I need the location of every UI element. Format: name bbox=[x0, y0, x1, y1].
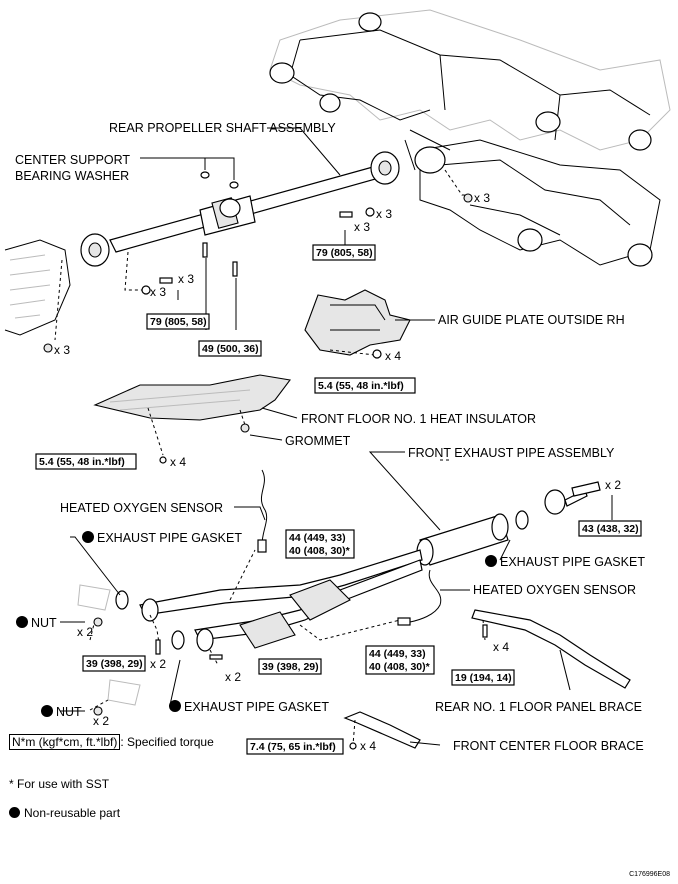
nut-label-2: NUT bbox=[56, 705, 82, 719]
svg-text:44 (449, 33): 44 (449, 33) bbox=[289, 532, 346, 544]
qty-bolt-b: x 2 bbox=[225, 670, 241, 684]
exhaust-pipe-gasket-label-3: EXHAUST PIPE GASKET bbox=[184, 700, 329, 714]
qty-rear-nut: x 3 bbox=[474, 191, 490, 205]
svg-text:44 (449, 33): 44 (449, 33) bbox=[369, 648, 426, 660]
svg-text:79 (805, 58): 79 (805, 58) bbox=[316, 247, 373, 259]
svg-text:49 (500, 36): 49 (500, 36) bbox=[202, 343, 259, 355]
svg-text:39 (398, 29): 39 (398, 29) bbox=[262, 661, 319, 673]
torque-legend-text: : Specified torque bbox=[120, 735, 214, 749]
heated-oxygen-sensor-2-illustration bbox=[397, 569, 442, 626]
torque-5-4-air-guide: 5.4 (55, 48 in.*lbf) bbox=[314, 377, 416, 394]
torque-19: 19 (194, 14) bbox=[451, 669, 515, 686]
torque-legend-box: N*m (kgf*cm, ft.*lbf) bbox=[9, 734, 121, 750]
figure-code: C176996E08 bbox=[629, 871, 670, 878]
non-reusable-text: Non-reusable part bbox=[24, 806, 121, 820]
center-support-label: CENTER SUPPORT bbox=[15, 153, 130, 167]
qty-nut-2: x 2 bbox=[93, 714, 109, 728]
qty-air-guide: x 4 bbox=[385, 349, 401, 363]
torque-44-upper: 44 (449, 33) 40 (408, 30)* bbox=[285, 529, 355, 559]
heated-oxygen-sensor-label-2: HEATED OXYGEN SENSOR bbox=[473, 583, 636, 597]
fasteners bbox=[43, 193, 601, 750]
center-floor-brace-label: FRONT CENTER FLOOR BRACE bbox=[453, 739, 644, 753]
svg-text:39 (398, 29): 39 (398, 29) bbox=[86, 658, 143, 670]
svg-text:5.4 (55, 48 in.*lbf): 5.4 (55, 48 in.*lbf) bbox=[318, 380, 404, 392]
non-reusable-marker-2 bbox=[485, 555, 497, 567]
rear-floor-panel-brace-illustration bbox=[471, 609, 631, 689]
qty-bolt-front: x 3 bbox=[178, 272, 194, 286]
svg-text:43 (438, 32): 43 (438, 32) bbox=[582, 523, 639, 535]
leader-lines bbox=[60, 127, 613, 746]
torque-79-lower: 79 (805, 58) bbox=[146, 313, 210, 330]
torque-79-upper: 79 (805, 58) bbox=[312, 244, 376, 261]
non-reusable-dot-icon bbox=[9, 807, 20, 818]
qty-stud: x 2 bbox=[150, 657, 166, 671]
qty-bolt-upper: x 3 bbox=[354, 220, 370, 234]
front-exhaust-pipe-illustration bbox=[115, 489, 588, 652]
rear-propeller-shaft-label: REAR PROPELLER SHAFT ASSEMBLY bbox=[109, 121, 336, 135]
torque-39-left: 39 (398, 29) bbox=[82, 655, 146, 672]
bearing-washer-label: BEARING WASHER bbox=[15, 169, 129, 183]
nut-label-1: NUT bbox=[31, 616, 57, 630]
exhaust-manifold-stubs bbox=[77, 584, 141, 706]
air-guide-plate-illustration bbox=[304, 289, 411, 356]
torque-49: 49 (500, 36) bbox=[198, 340, 262, 357]
transmission-illustration bbox=[4, 239, 71, 336]
torque-43: 43 (438, 32) bbox=[578, 520, 642, 537]
exhaust-pipe-gasket-label-1: EXHAUST PIPE GASKET bbox=[97, 531, 242, 545]
rear-propeller-shaft bbox=[80, 151, 400, 277]
non-reusable-marker-nut-2 bbox=[41, 705, 53, 717]
non-reusable-legend: Non-reusable part bbox=[9, 806, 120, 820]
floor-panel-brace-label: REAR NO. 1 FLOOR PANEL BRACE bbox=[435, 700, 642, 714]
non-reusable-marker-1 bbox=[82, 531, 94, 543]
torque-39-right: 39 (398, 29) bbox=[258, 658, 322, 675]
qty-nut-1: x 2 bbox=[77, 625, 93, 639]
non-reusable-marker-3 bbox=[169, 700, 181, 712]
torque-44-lower: 44 (449, 33) 40 (408, 30)* bbox=[365, 645, 435, 675]
qty-washer-front: x 3 bbox=[150, 285, 166, 299]
front-exhaust-pipe-label: FRONT EXHAUST PIPE ASSEMBLY bbox=[408, 446, 615, 460]
svg-text:5.4 (55, 48 in.*lbf): 5.4 (55, 48 in.*lbf) bbox=[39, 456, 125, 468]
svg-text:79 (805, 58): 79 (805, 58) bbox=[150, 316, 207, 328]
qty-heat-insulator: x 4 bbox=[170, 455, 186, 469]
qty-brace-bolt: x 4 bbox=[493, 640, 509, 654]
svg-text:19 (194, 14): 19 (194, 14) bbox=[455, 672, 512, 684]
qty-washer-upper: x 3 bbox=[376, 207, 392, 221]
rear-suspension-member-illustration bbox=[269, 9, 671, 267]
heated-oxygen-sensor-label-1: HEATED OXYGEN SENSOR bbox=[60, 501, 223, 515]
heated-oxygen-sensor-1-illustration bbox=[257, 469, 268, 553]
air-guide-plate-label: AIR GUIDE PLATE OUTSIDE RH bbox=[438, 313, 625, 327]
torque-5-4-heat-insulator: 5.4 (55, 48 in.*lbf) bbox=[35, 453, 137, 470]
heat-insulator-illustration bbox=[93, 374, 291, 421]
non-reusable-marker-nut-1 bbox=[16, 616, 28, 628]
grommet-label: GROMMET bbox=[285, 434, 351, 448]
torque-legend: N*m (kgf*cm, ft.*lbf): Specified torque bbox=[9, 734, 214, 750]
svg-text:7.4 (75, 65 in.*lbf): 7.4 (75, 65 in.*lbf) bbox=[250, 741, 336, 753]
svg-text:40 (408, 30)*: 40 (408, 30)* bbox=[289, 545, 351, 557]
front-center-floor-brace-illustration bbox=[343, 711, 421, 749]
qty-center-brace: x 4 bbox=[360, 739, 376, 753]
torque-7-4: 7.4 (75, 65 in.*lbf) bbox=[246, 738, 344, 755]
heat-insulator-label: FRONT FLOOR NO. 1 HEAT INSULATOR bbox=[301, 412, 536, 426]
qty-spring-bolt: x 2 bbox=[605, 478, 621, 492]
sst-note: * For use with SST bbox=[9, 777, 110, 791]
svg-text:40 (408, 30)*: 40 (408, 30)* bbox=[369, 661, 431, 673]
qty-nut-left: x 3 bbox=[54, 343, 70, 357]
exhaust-pipe-gasket-label-2: EXHAUST PIPE GASKET bbox=[500, 555, 645, 569]
